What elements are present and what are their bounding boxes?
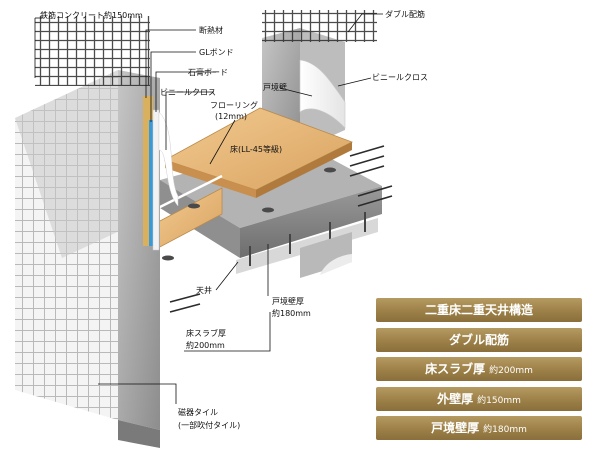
label-flooring-thickness: (12mm)	[215, 112, 247, 121]
leader-slab-thickness	[184, 312, 271, 352]
label-party-wall-thickness: 戸境壁厚	[272, 296, 304, 306]
gypsum-board-layer	[152, 109, 160, 251]
label-tile: 磁器タイル	[178, 407, 218, 417]
label-gl-bond: GLボンド	[199, 48, 234, 57]
label-ceiling: 天井	[196, 285, 212, 295]
vinyl-cloth-layer	[158, 111, 179, 207]
label-gypsum-board: 石膏ボード	[188, 67, 228, 77]
leader-flooring	[209, 119, 236, 165]
label-vinyl-cloth-right: ビニールクロス	[372, 73, 428, 82]
insulation-layer	[143, 96, 153, 246]
legend-main-text: 外壁厚	[437, 391, 474, 406]
wall-layers	[143, 96, 179, 251]
floor-support-legs	[162, 167, 336, 261]
label-party-wall: 戸境壁	[263, 82, 287, 92]
label-concrete-wall: 鉄筋コンクリート約150mm	[40, 10, 143, 20]
feature-legend: 二重床二重天井構造 ダブル配筋 床スラブ厚 約200mm 外壁厚 約150mm …	[376, 298, 582, 446]
label-slab-thickness: 床スラブ厚	[186, 328, 226, 338]
legend-main-text: ダブル配筋	[448, 332, 509, 347]
leader-double-rebar	[347, 13, 383, 33]
legend-item-exterior-wall-thickness: 外壁厚 約150mm	[376, 386, 582, 411]
leader-tile	[98, 383, 177, 404]
vinyl-cloth-sheet	[299, 59, 346, 129]
flooring-boards	[157, 107, 354, 249]
legend-item-party-wall-thickness: 戸境壁厚 約180mm	[376, 416, 582, 440]
legend-sub-text: 約180mm	[483, 425, 527, 435]
leader-vinyl-cloth-left	[165, 91, 214, 150]
exterior-wall	[15, 16, 160, 448]
double-rebar-mesh	[262, 10, 377, 42]
label-tile-note: (一部吹付タイル)	[178, 420, 240, 430]
party-wall-lower	[300, 232, 352, 278]
label-insulation: 断熱材	[199, 25, 223, 35]
label-slab-thickness-value: 約200mm	[186, 340, 225, 350]
label-party-wall-thickness-value: 約180mm	[272, 308, 311, 318]
legend-sub-text: 約150mm	[477, 395, 521, 406]
leader-gl-bond	[150, 51, 196, 122]
legend-main-text: 床スラブ厚	[425, 362, 486, 376]
leader-insulation	[145, 29, 196, 98]
label-vinyl-cloth-left: ビニールクロス	[160, 88, 216, 97]
legend-item-double-floor-ceiling: 二重床二重天井構造	[376, 298, 582, 322]
leader-lines	[34, 13, 383, 404]
rebar-stubs	[169, 145, 393, 313]
leader-ceiling	[215, 261, 239, 291]
legend-item-double-rebar: ダブル配筋	[376, 327, 582, 352]
leader-vinyl-cloth-right	[337, 77, 372, 87]
legend-main-text: 二重床二重天井構造	[424, 303, 533, 317]
label-double-rebar: ダブル配筋	[385, 9, 425, 19]
gl-bond-layer	[149, 120, 153, 246]
leader-gypsum-board	[155, 71, 216, 112]
leader-party-wall	[279, 87, 313, 97]
label-flooring: フローリング	[210, 100, 258, 110]
wall-rebar-mesh	[35, 16, 150, 86]
legend-main-text: 戸境壁厚	[431, 421, 480, 435]
label-floor-grade: 床(LL-45等級)	[230, 144, 282, 154]
legend-sub-text: 約200mm	[489, 366, 533, 376]
legend-item-slab-thickness: 床スラブ厚 約200mm	[376, 357, 582, 381]
